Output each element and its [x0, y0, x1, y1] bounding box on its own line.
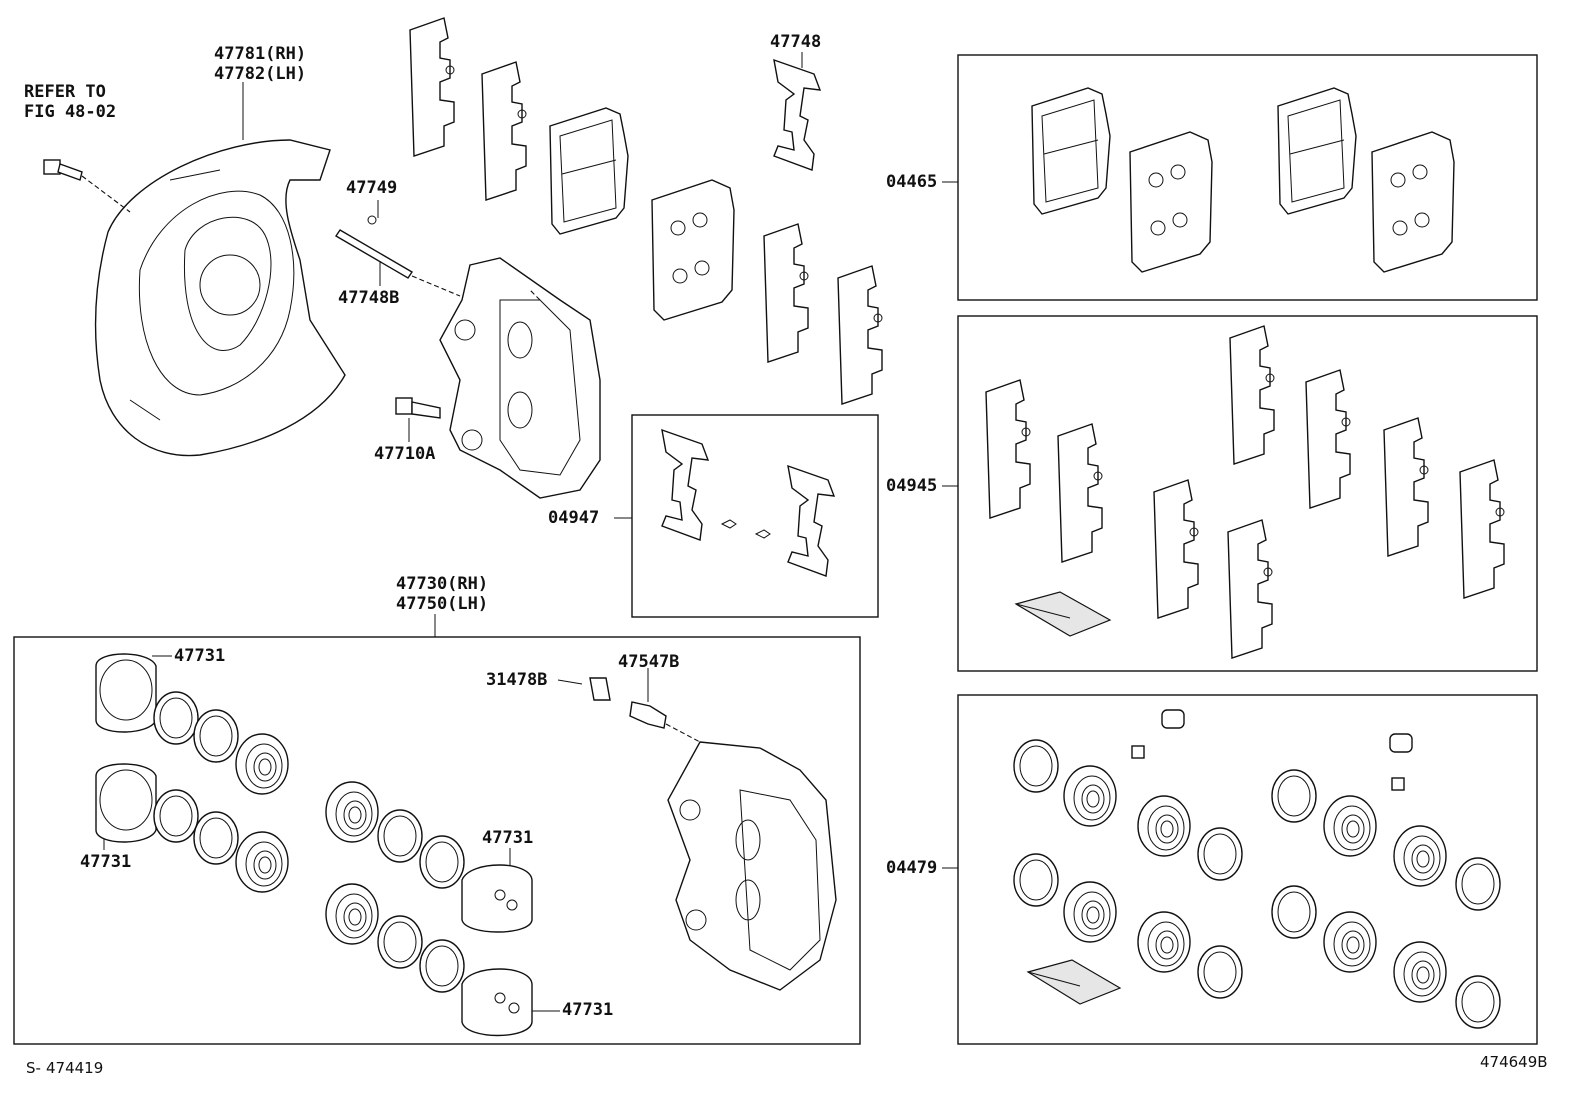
upper-caliper-drawing — [439, 257, 601, 499]
kit-04945-contents — [985, 325, 1505, 659]
bolt-drawing — [43, 159, 131, 213]
part-number-04947: 04947 — [548, 508, 600, 528]
part-number-shield-lh: 47782(LH) — [214, 64, 307, 84]
kit-04465-box — [957, 54, 1538, 301]
caliper-assembly-contents — [95, 653, 837, 1037]
kit-04947-contents — [661, 429, 835, 577]
part-number-47748: 47748 — [770, 32, 822, 52]
part-number-shield-rh: 47781(RH) — [214, 44, 307, 64]
kit-04945-box — [957, 315, 1538, 672]
part-number-47710a: 47710A — [374, 444, 436, 464]
kit-04947-box — [631, 414, 879, 618]
refer-to-note-line1: REFER TO — [24, 82, 106, 102]
footer-left-code: 474419 — [46, 1059, 104, 1077]
footer-prefix: S- — [26, 1059, 41, 1077]
part-number-47731-bottom: 47731 — [562, 1000, 614, 1020]
part-number-47731-middle: 47731 — [482, 828, 534, 848]
part-number-47731-bottom-left: 47731 — [80, 852, 132, 872]
part-number-caliper-lh: 47750(LH) — [396, 594, 489, 614]
part-number-caliper-rh: 47730(RH) — [396, 574, 489, 594]
guide-pin-drawing — [335, 215, 461, 419]
kit-04465-contents — [1031, 87, 1455, 273]
kit-04479-contents — [1013, 709, 1501, 1029]
kit-04479-box — [957, 694, 1538, 1045]
caliper-assembly-box — [13, 636, 861, 1045]
dust-shield-drawing — [94, 139, 346, 457]
part-number-04945: 04945 — [886, 476, 938, 496]
part-number-47749: 47749 — [346, 178, 398, 198]
refer-to-note-line2: FIG 48-02 — [24, 102, 117, 122]
part-number-31478b: 31478B — [486, 670, 548, 690]
part-number-04479: 04479 — [886, 858, 938, 878]
part-number-47748b: 47748B — [338, 288, 400, 308]
footer-right-code: 474649B — [1480, 1053, 1548, 1071]
part-number-47547b: 47547B — [618, 652, 680, 672]
part-number-04465: 04465 — [886, 172, 938, 192]
part-number-47731-top-left: 47731 — [174, 646, 226, 666]
